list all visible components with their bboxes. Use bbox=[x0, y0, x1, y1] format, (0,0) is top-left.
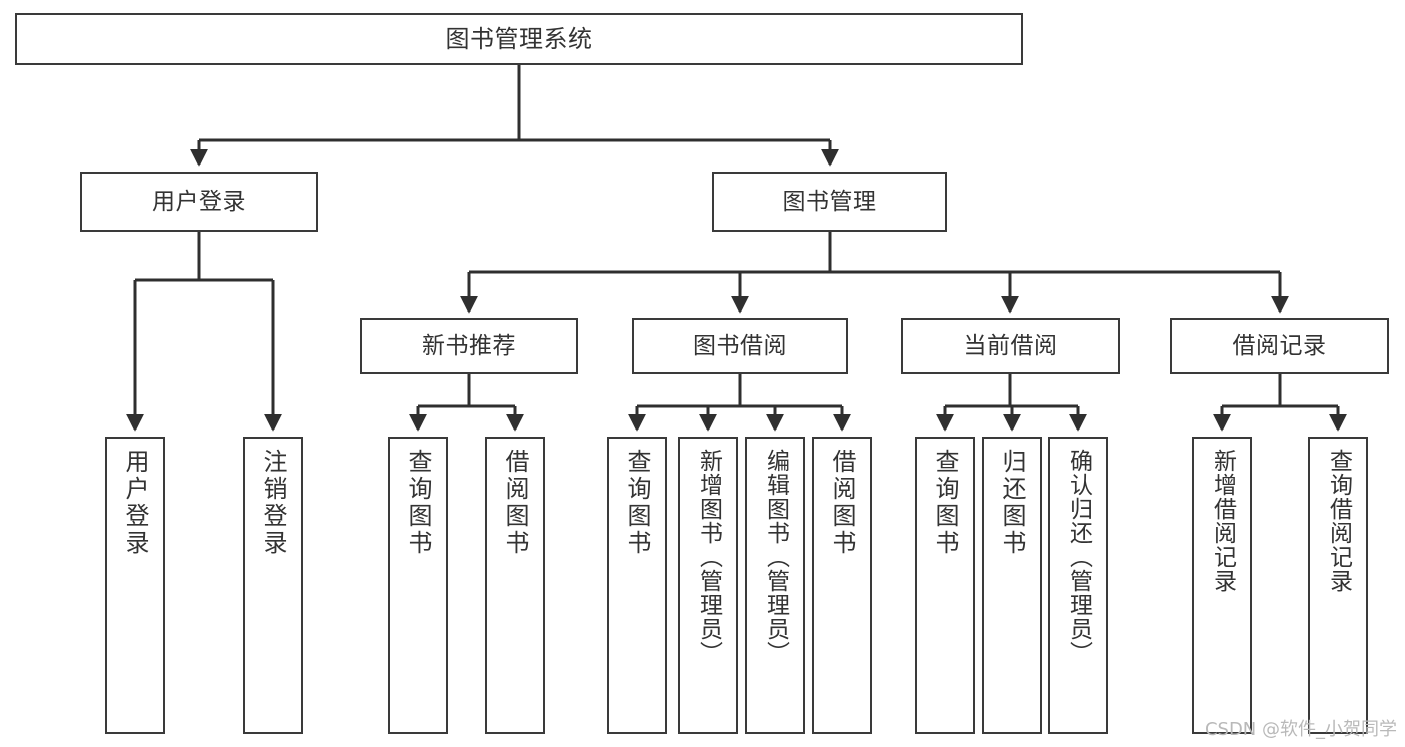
node-leaf-user-logout-label: 注销登录 bbox=[259, 449, 287, 557]
node-leaf-user-logout[interactable]: 注销登录 bbox=[243, 437, 303, 734]
node-leaf-add-book-label: 新增图书（管理员） bbox=[695, 449, 722, 665]
node-leaf-confirm-return[interactable]: 确认归还（管理员） bbox=[1048, 437, 1108, 734]
node-leaf-borrow-book-1[interactable]: 借阅图书 bbox=[485, 437, 545, 734]
node-borrow-record[interactable]: 借阅记录 bbox=[1170, 318, 1389, 374]
node-leaf-edit-book-label: 编辑图书（管理员） bbox=[762, 449, 789, 665]
node-book-manage-label: 图书管理 bbox=[782, 188, 877, 215]
node-user-login-label: 用户登录 bbox=[152, 188, 246, 215]
watermark: CSDN @软件_小贺同学 bbox=[1204, 719, 1397, 740]
node-leaf-query-book-3-label: 查询图书 bbox=[931, 449, 959, 557]
node-leaf-query-book-3[interactable]: 查询图书 bbox=[915, 437, 975, 734]
node-leaf-user-login-label: 用户登录 bbox=[121, 449, 149, 557]
node-leaf-add-record-label: 新增借阅记录 bbox=[1209, 449, 1236, 593]
node-leaf-user-login[interactable]: 用户登录 bbox=[105, 437, 165, 734]
node-new-book-rec[interactable]: 新书推荐 bbox=[360, 318, 578, 374]
node-leaf-query-book-1-label: 查询图书 bbox=[404, 449, 432, 557]
node-current-borrow-label: 当前借阅 bbox=[963, 332, 1058, 359]
node-leaf-edit-book[interactable]: 编辑图书（管理员） bbox=[745, 437, 805, 734]
node-leaf-query-book-2-label: 查询图书 bbox=[623, 449, 651, 557]
node-leaf-query-record[interactable]: 查询借阅记录 bbox=[1308, 437, 1368, 734]
node-root[interactable]: 图书管理系统 bbox=[15, 13, 1023, 65]
node-book-borrow[interactable]: 图书借阅 bbox=[632, 318, 848, 374]
node-leaf-return-book-label: 归还图书 bbox=[998, 449, 1026, 557]
node-leaf-confirm-return-label: 确认归还（管理员） bbox=[1065, 449, 1092, 665]
node-root-label: 图书管理系统 bbox=[445, 25, 593, 53]
node-leaf-query-record-label: 查询借阅记录 bbox=[1325, 449, 1352, 593]
node-leaf-borrow-book-2-label: 借阅图书 bbox=[828, 449, 856, 557]
node-leaf-borrow-book-2[interactable]: 借阅图书 bbox=[812, 437, 872, 734]
node-leaf-borrow-book-1-label: 借阅图书 bbox=[501, 449, 529, 557]
node-leaf-add-record[interactable]: 新增借阅记录 bbox=[1192, 437, 1252, 734]
node-user-login[interactable]: 用户登录 bbox=[80, 172, 318, 232]
node-leaf-add-book[interactable]: 新增图书（管理员） bbox=[678, 437, 738, 734]
node-borrow-record-label: 借阅记录 bbox=[1232, 332, 1327, 359]
node-current-borrow[interactable]: 当前借阅 bbox=[901, 318, 1120, 374]
node-book-borrow-label: 图书借阅 bbox=[693, 332, 787, 359]
node-book-manage[interactable]: 图书管理 bbox=[712, 172, 947, 232]
node-leaf-query-book-2[interactable]: 查询图书 bbox=[607, 437, 667, 734]
node-leaf-return-book[interactable]: 归还图书 bbox=[982, 437, 1042, 734]
node-new-book-rec-label: 新书推荐 bbox=[422, 332, 516, 359]
node-leaf-query-book-1[interactable]: 查询图书 bbox=[388, 437, 448, 734]
